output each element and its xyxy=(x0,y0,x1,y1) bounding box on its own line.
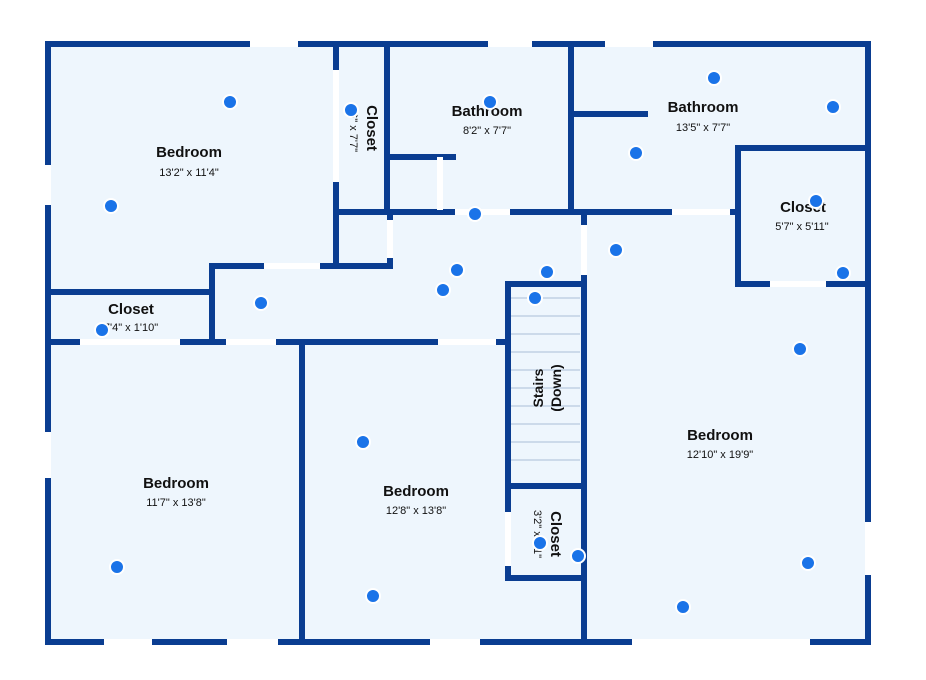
camera-hotspot-icon[interactable] xyxy=(355,434,371,450)
camera-hotspot-icon[interactable] xyxy=(825,99,841,115)
room-bedroom-s: Bedroom 12'8" x 13'8" xyxy=(383,483,449,517)
hotspot-layer xyxy=(94,70,851,615)
camera-hotspot-icon[interactable] xyxy=(570,548,586,564)
camera-hotspot-icon[interactable] xyxy=(628,145,644,161)
camera-hotspot-icon[interactable] xyxy=(365,588,381,604)
room-dimensions: 12'8" x 13'8" xyxy=(386,505,446,517)
room-bathroom-1: Bathroom 8'2" x 7'7" xyxy=(452,103,523,137)
room-bedroom-nw: Bedroom 13'2" x 11'4" xyxy=(156,144,222,179)
camera-hotspot-icon[interactable] xyxy=(835,265,851,281)
camera-hotspot-icon[interactable] xyxy=(343,102,359,118)
room-dimensions: 8'2" x 7'7" xyxy=(463,125,511,137)
camera-hotspot-icon[interactable] xyxy=(608,242,624,258)
room-dimensions: 7'4" x 1'10" xyxy=(104,322,158,334)
camera-hotspot-icon[interactable] xyxy=(109,559,125,575)
camera-hotspot-icon[interactable] xyxy=(103,198,119,214)
room-name: Bedroom xyxy=(383,483,449,500)
camera-hotspot-icon[interactable] xyxy=(532,535,548,551)
camera-hotspot-icon[interactable] xyxy=(527,290,543,306)
camera-hotspot-icon[interactable] xyxy=(800,555,816,571)
stairs-label-line1: Stairs xyxy=(530,368,546,407)
camera-hotspot-icon[interactable] xyxy=(792,341,808,357)
stairs-treads xyxy=(511,297,580,461)
room-dimensions: 13'5" x 7'7" xyxy=(676,122,730,134)
room-name: Bedroom xyxy=(143,475,209,492)
room-bedroom-sw: Bedroom 11'7" x 13'8" xyxy=(143,475,209,509)
camera-hotspot-icon[interactable] xyxy=(467,206,483,222)
camera-hotspot-icon[interactable] xyxy=(482,94,498,110)
room-name: Closet xyxy=(547,511,564,557)
camera-hotspot-icon[interactable] xyxy=(449,262,465,278)
camera-hotspot-icon[interactable] xyxy=(435,282,451,298)
camera-hotspot-icon[interactable] xyxy=(675,599,691,615)
room-dimensions: 11'7" x 13'8" xyxy=(146,497,206,509)
room-name: Bedroom xyxy=(687,427,753,444)
room-bathroom-2: Bathroom 13'5" x 7'7" xyxy=(668,99,739,134)
camera-hotspot-icon[interactable] xyxy=(222,94,238,110)
room-dimensions: 13'2" x 11'4" xyxy=(159,167,219,179)
room-name: Closet xyxy=(108,301,154,318)
camera-hotspot-icon[interactable] xyxy=(94,322,110,338)
room-closet-w: Closet 7'4" x 1'10" xyxy=(104,301,158,334)
room-dimensions: 5'7" x 5'11" xyxy=(775,221,828,233)
camera-hotspot-icon[interactable] xyxy=(706,70,722,86)
camera-hotspot-icon[interactable] xyxy=(539,264,555,280)
room-closet-small: Closet 3'2" x 3'1" xyxy=(531,510,564,558)
room-dimensions: 3'2" x 3'1" xyxy=(531,510,543,558)
camera-hotspot-icon[interactable] xyxy=(808,193,824,209)
stairs-label-line2: (Down) xyxy=(548,364,564,411)
room-name: Bathroom xyxy=(668,99,739,116)
room-bedroom-e: Bedroom 12'10" x 19'9" xyxy=(687,427,754,461)
room-dimensions: 12'10" x 19'9" xyxy=(687,449,754,461)
stairs-label: Stairs (Down) xyxy=(530,364,564,411)
room-name: Closet xyxy=(363,105,380,151)
camera-hotspot-icon[interactable] xyxy=(253,295,269,311)
room-name: Bathroom xyxy=(452,103,523,120)
room-name: Bedroom xyxy=(156,144,222,161)
